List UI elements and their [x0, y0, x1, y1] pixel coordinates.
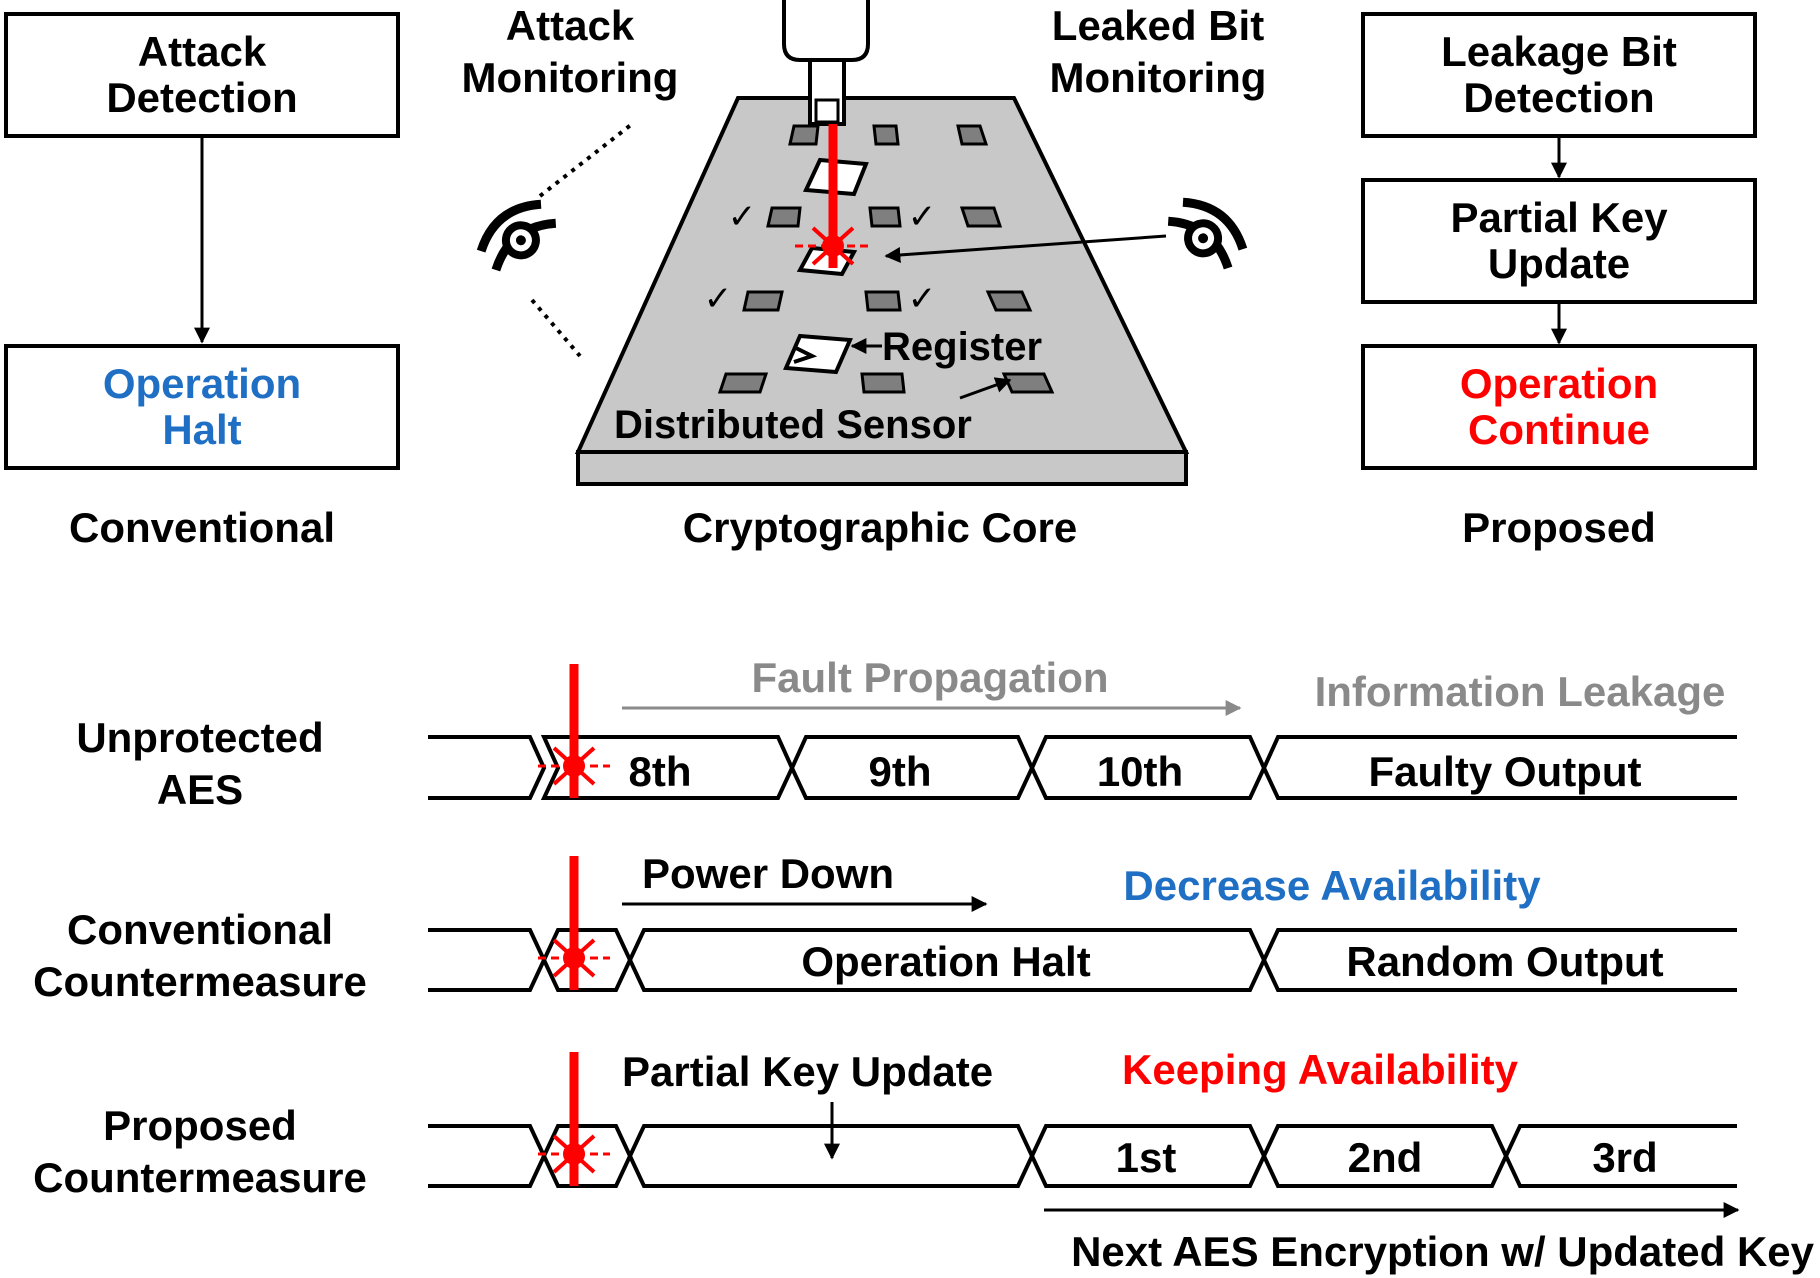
segment-3rd: 3rd [1592, 1134, 1657, 1181]
leaked-bit-monitoring-line1: Leaked Bit [1052, 2, 1264, 49]
proposed-bus [428, 1124, 1737, 1188]
leaked-bit-monitoring-line2: Monitoring [1050, 54, 1267, 101]
chip-surface [574, 96, 1190, 454]
partial-key-update-line2: Update [1488, 240, 1630, 287]
conventional-cm-label-line2: Countermeasure [33, 958, 367, 1005]
unprotected-aes-row: Unprotected AES 8th 9th 10th Faulty Outp… [76, 654, 1737, 813]
attack-view-line-upper [538, 122, 634, 198]
chip-base [576, 450, 1188, 486]
segment-10th: 10th [1097, 748, 1183, 795]
operation-halt-line1: Operation [103, 360, 301, 407]
decrease-availability-label: Decrease Availability [1123, 862, 1541, 909]
sensor-label-arrow [959, 377, 1012, 400]
power-down-label: Power Down [642, 850, 894, 897]
conventional-flow: Attack Detection Operation Halt Conventi… [4, 12, 400, 551]
unprotected-label-line2: AES [157, 766, 243, 813]
leak-monitor-arrow [884, 234, 1167, 263]
next-encryption-label: Next AES Encryption w/ Updated Key [1071, 1228, 1815, 1275]
segment-random-output: Random Output [1346, 938, 1663, 985]
partial-key-update-line1: Partial Key [1450, 194, 1668, 241]
segment-faulty-output: Faulty Output [1369, 748, 1642, 795]
proposed-cm-label-line2: Countermeasure [33, 1154, 367, 1201]
proposed-cm-label-line1: Proposed [103, 1102, 297, 1149]
laser-head [782, 0, 870, 126]
sensor [985, 290, 1033, 312]
segment-9th: 9th [869, 748, 932, 795]
operation-halt-box [4, 344, 400, 470]
conventional-countermeasure-row: Conventional Countermeasure Operation Ha… [33, 850, 1737, 1005]
sensor [956, 124, 989, 146]
laser-tip [814, 98, 840, 124]
sensor [868, 206, 902, 228]
sensor [788, 124, 820, 146]
cryptographic-core-caption: Cryptographic Core [683, 504, 1077, 551]
check-mark: ✓ [908, 198, 937, 236]
distributed-sensor-label: Distributed Sensor [614, 403, 972, 447]
sensor [959, 206, 1003, 228]
sensor [872, 124, 900, 146]
information-leakage-label: Information Leakage [1315, 668, 1726, 715]
sensor [766, 206, 802, 228]
fault-propagation-label: Fault Propagation [752, 654, 1109, 701]
distributed-sensors [717, 124, 1055, 394]
proposed-countermeasure-row: Proposed Countermeasure 1st 2nd 3rd Part… [33, 1046, 1815, 1275]
segment-operation-halt: Operation Halt [801, 938, 1090, 985]
segment-2nd: 2nd [1348, 1134, 1423, 1181]
leakage-bit-detection-line1: Leakage Bit [1441, 28, 1677, 75]
proposed-flow: Leakage Bit Detection Partial Key Update… [1361, 12, 1757, 551]
operation-continue-line1: Operation [1460, 360, 1658, 407]
segment-1st: 1st [1116, 1134, 1177, 1181]
operation-continue-line2: Continue [1468, 406, 1650, 453]
operation-halt-line2: Halt [162, 406, 241, 453]
conventional-cm-label-line1: Conventional [67, 906, 333, 953]
unprotected-bus [428, 735, 1737, 800]
attack-detection-line1: Attack [138, 28, 267, 75]
check-mark: ✓ [908, 280, 937, 318]
sensor [717, 372, 769, 394]
attack-monitoring-line1: Attack [506, 2, 635, 49]
sensor [864, 290, 902, 312]
attack-monitoring-line2: Monitoring [462, 54, 679, 101]
attack-detection-box [4, 12, 400, 138]
register-label: Register [882, 325, 1042, 369]
laser-strike [538, 664, 610, 798]
laser-impact [795, 226, 871, 266]
eye-icon [1167, 197, 1248, 270]
cryptographic-core: ✓ ✓ ✓ ✓ [462, 0, 1267, 551]
check-mark: ✓ [704, 280, 733, 318]
unprotected-label-line1: Unprotected [76, 714, 323, 761]
laser-housing [782, 0, 870, 62]
sensor [742, 290, 784, 312]
attack-detection-line2: Detection [106, 74, 297, 121]
attack-view-line-lower [530, 298, 582, 358]
register-clock-mark [793, 346, 818, 364]
leakage-bit-detection-line2: Detection [1463, 74, 1654, 121]
laser-strike [538, 856, 610, 990]
sensor [860, 372, 906, 394]
partial-key-update-label: Partial Key Update [622, 1048, 993, 1095]
conventional-bus [428, 928, 1737, 992]
register-labeled [783, 333, 853, 375]
partial-key-update-box [1361, 178, 1757, 304]
check-mark: ✓ [728, 198, 757, 236]
eye-icon [476, 199, 557, 272]
operation-continue-box [1361, 344, 1757, 470]
laser-strike [538, 1052, 610, 1186]
keeping-availability-label: Keeping Availability [1122, 1046, 1519, 1093]
conventional-caption: Conventional [69, 504, 335, 551]
sensor [1001, 372, 1055, 394]
proposed-caption: Proposed [1462, 504, 1656, 551]
segment-8th: 8th [629, 748, 692, 795]
